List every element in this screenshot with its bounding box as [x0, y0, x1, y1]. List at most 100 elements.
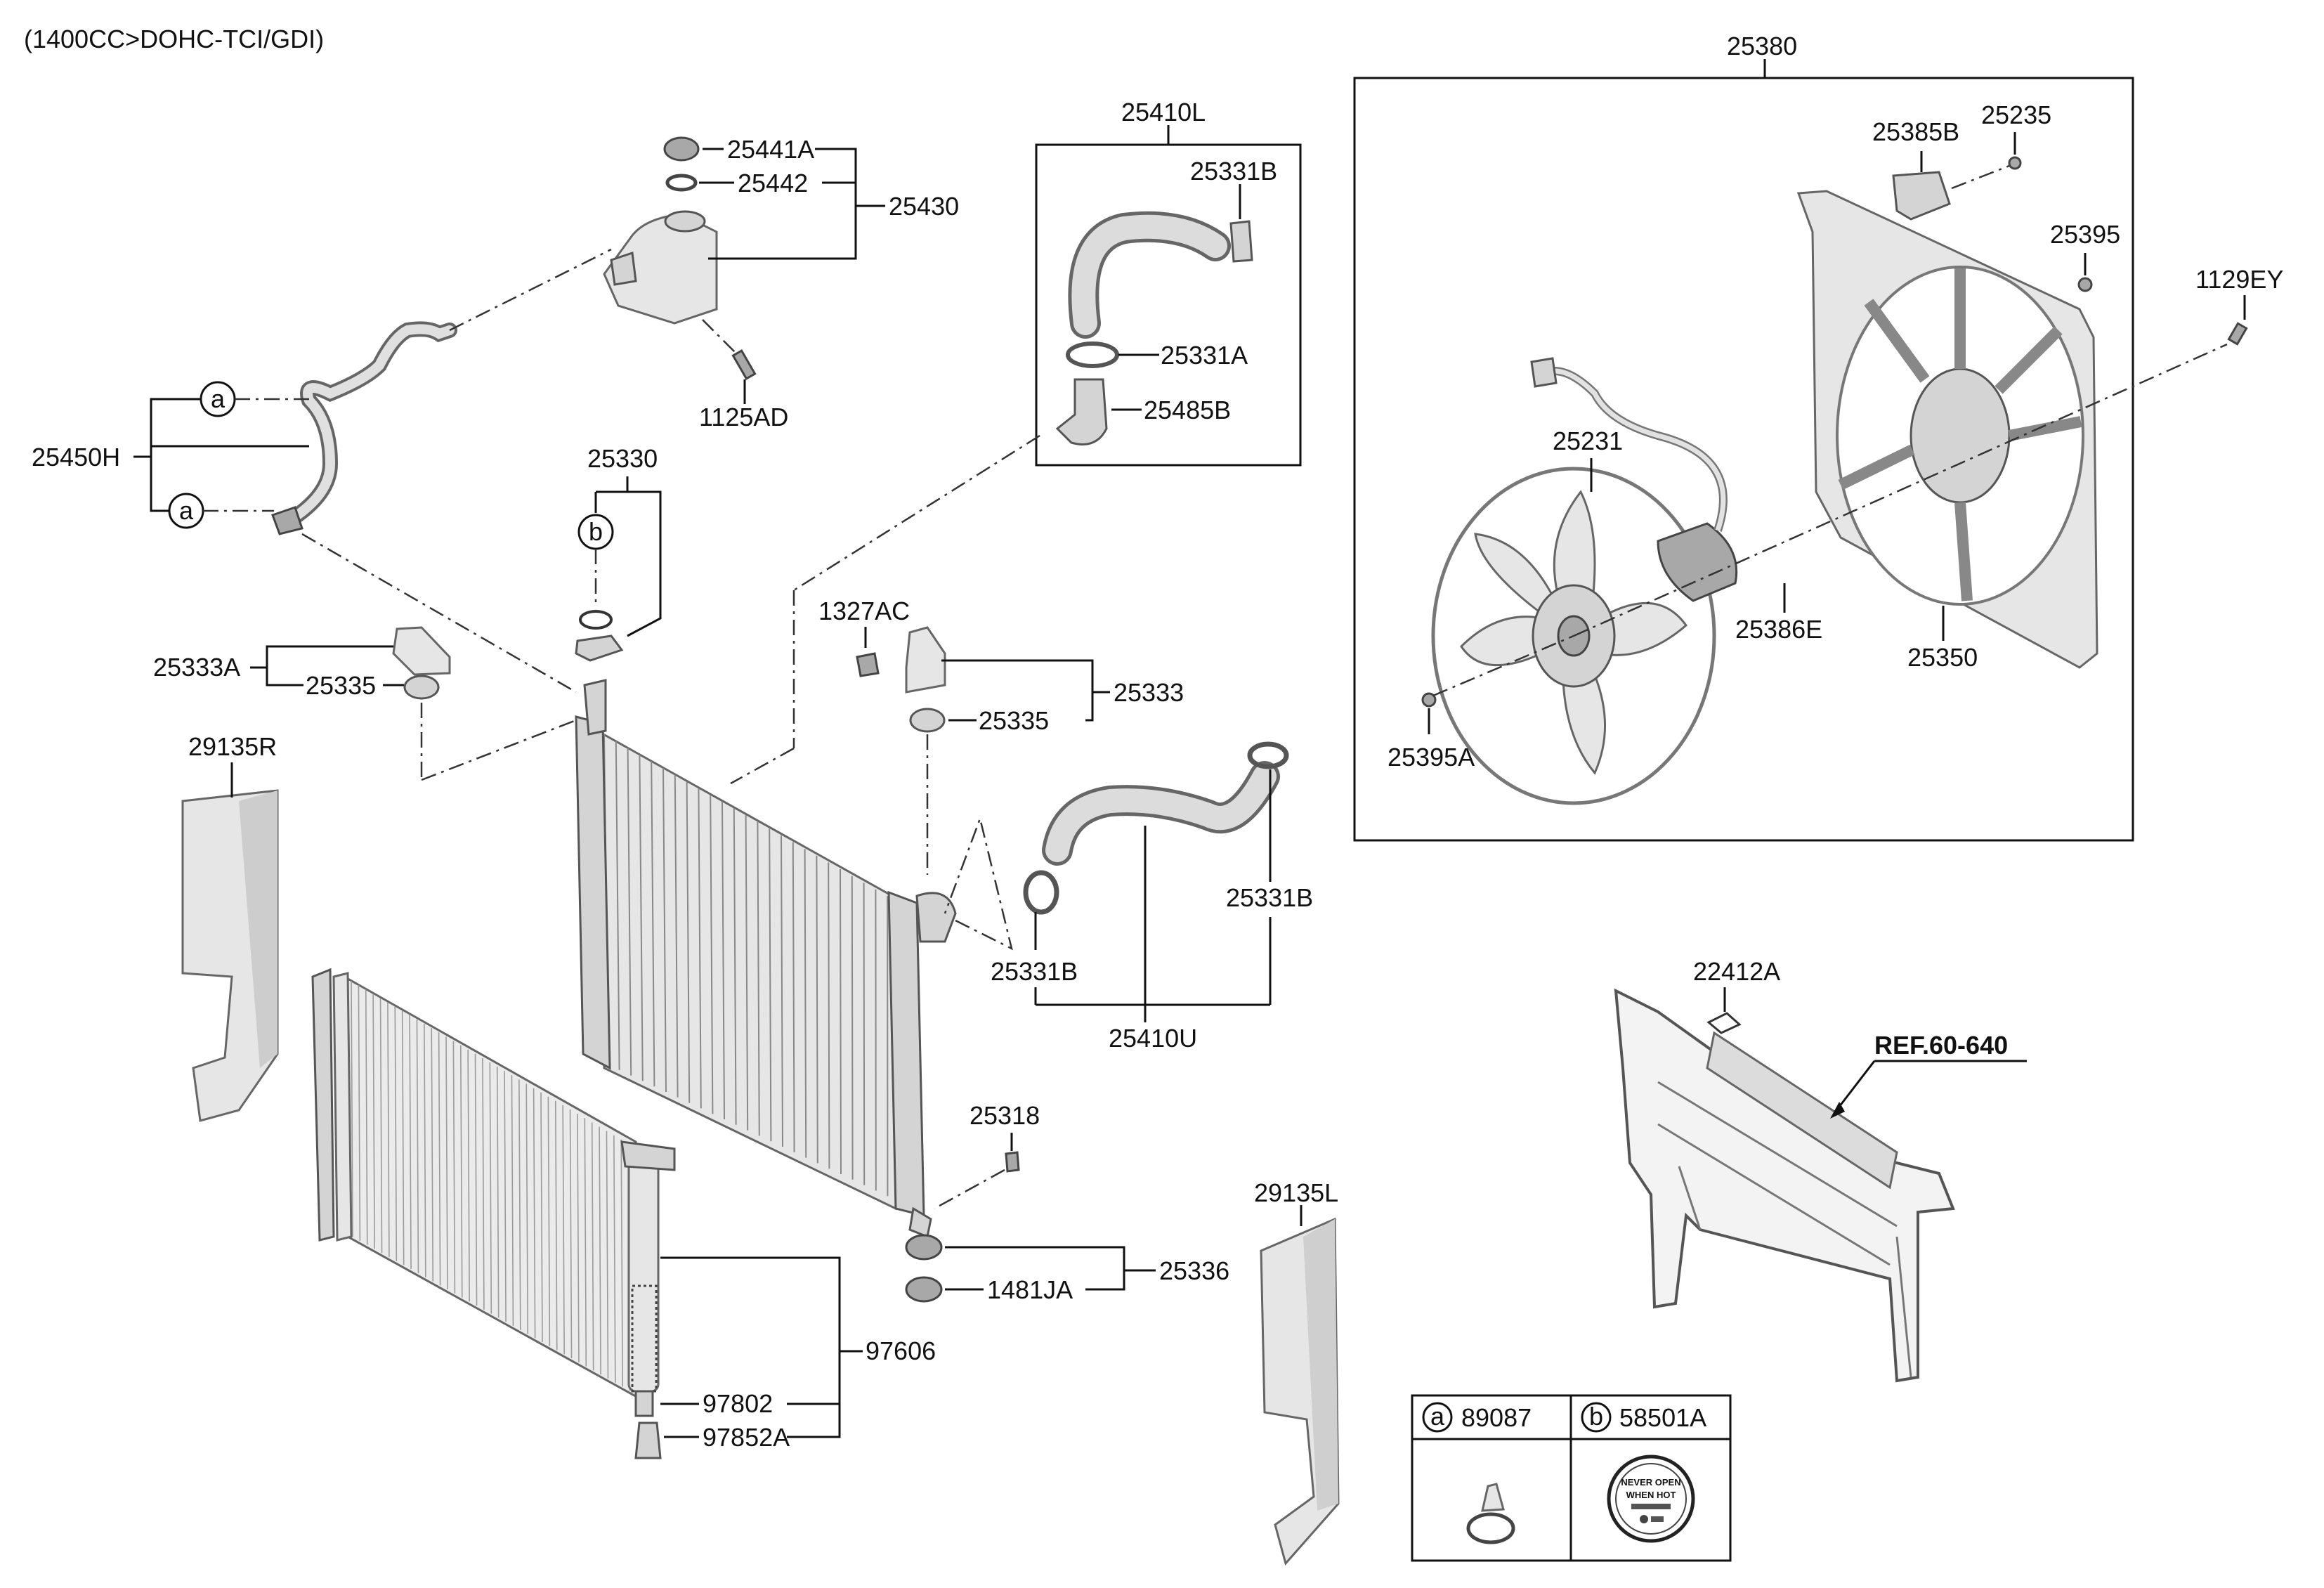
radiator-fin-line [698, 788, 702, 1109]
condenser-fin-line [459, 1045, 463, 1298]
part-label-25331B-top: 25331B [1190, 157, 1277, 186]
part-label-25395: 25395 [2050, 220, 2120, 249]
condenser-fin-line [540, 1092, 543, 1343]
grommet-25395A [1421, 692, 1437, 708]
condenser-fin-line [584, 1118, 587, 1367]
condenser-fin-line [387, 1002, 390, 1257]
bracket-25333A [392, 626, 451, 676]
part-label-97852A: 97852A [703, 1423, 790, 1452]
radiator-fin-line [769, 828, 772, 1142]
lower-mount-group: 1481JA 25336 [905, 1234, 1229, 1304]
drain-plug-25318 [1005, 1151, 1020, 1173]
screw-25235 [2008, 156, 2022, 170]
fitting-25485B [1055, 378, 1108, 445]
reservoir-group: 25441A 25442 25430 1125AD [603, 135, 959, 431]
condenser-fin-line [474, 1053, 478, 1306]
radiator-cap-group: 25330 b [575, 444, 662, 662]
part-label-25331B-right: 25331B [1226, 883, 1313, 912]
part-label-25380: 25380 [1727, 32, 1797, 60]
part-label-25385B: 25385B [1872, 117, 1959, 146]
radiator-fin-line [792, 842, 795, 1152]
legend-a-letter: a [1430, 1402, 1445, 1431]
clamp-25331B-left [1023, 870, 1059, 915]
part-label-1129EY: 1129EY [2195, 265, 2283, 294]
radiator-fin-line [722, 801, 725, 1120]
condenser-fin-line [569, 1109, 573, 1359]
fan-shroud [1796, 190, 2098, 669]
part-label-97606: 97606 [866, 1336, 936, 1365]
air-guard-29135R [181, 789, 279, 1122]
legend-a-part: 89087 [1461, 1403, 1532, 1432]
radiator-fin-line [710, 795, 714, 1114]
plug-97852A [634, 1421, 662, 1459]
overflow-hose-group: a a 25450H [32, 248, 612, 694]
bolt-1129EY [2227, 322, 2248, 346]
mount-25336 [905, 1234, 943, 1261]
condenser-fin-line [424, 1024, 426, 1277]
callout-a-upper-letter: a [211, 384, 226, 413]
condenser-fin-line [562, 1105, 565, 1355]
condenser-fin-line [452, 1041, 456, 1294]
part-label-1327AC: 1327AC [818, 597, 910, 625]
part-label-25336: 25336 [1159, 1256, 1229, 1285]
clip-89087-icon [1466, 1483, 1515, 1544]
clamp-25331B-upper [1229, 220, 1253, 263]
cap-label-58501A-icon: NEVER OPEN WHEN HOT [1607, 1454, 1695, 1543]
condenser-fin-line [445, 1036, 448, 1290]
part-label-25333: 25333 [1114, 678, 1184, 707]
callout-b-letter: b [589, 517, 603, 546]
radiator-fin-line [840, 868, 842, 1175]
mount-25335-left [403, 675, 440, 700]
callout-a-lower-letter: a [179, 496, 194, 525]
legend-callout-a [1422, 1402, 1453, 1433]
radiator-fin-line [639, 754, 644, 1081]
legend-table: a 89087 b 58501A NEVER OPEN WHEN HOT [1411, 1394, 1732, 1562]
part-label-25410U: 25410U [1109, 1024, 1197, 1053]
front-end-carrier [1614, 988, 1955, 1383]
clamp-25331A [1066, 341, 1119, 368]
cap-text-line-1: NEVER OPEN [1621, 1477, 1680, 1488]
part-label-22412A: 22412A [1693, 957, 1780, 986]
oring-25442 [665, 174, 698, 192]
condenser-fin-line [431, 1028, 434, 1282]
nut-1327AC [856, 652, 880, 677]
condenser [311, 968, 676, 1417]
part-label-25318: 25318 [970, 1101, 1040, 1130]
condenser-fin-line [438, 1032, 441, 1286]
condenser-fin-line [554, 1100, 558, 1351]
legend-callout-b [1581, 1402, 1612, 1433]
condenser-fin-line [416, 1019, 419, 1273]
bracket-25333 [905, 626, 946, 694]
clamp-25331B-right [1247, 741, 1289, 769]
legend-b-letter: b [1589, 1402, 1603, 1431]
part-label-25335-right: 25335 [979, 706, 1049, 735]
part-label-29135R: 29135R [188, 732, 277, 761]
fan-assembly-group: 25380 25350 25385B 25235 25395 [1353, 32, 2228, 842]
resistor-25385B [1892, 171, 1951, 221]
radiator-fin-line [745, 815, 749, 1131]
condenser-fin-line [518, 1079, 521, 1330]
radiator-fin-line [662, 767, 667, 1093]
cap-text-line-2: WHEN HOT [1626, 1490, 1676, 1500]
condenser-fin-line [409, 1015, 412, 1270]
part-label-25235: 25235 [1981, 100, 2051, 129]
part-label-25395A: 25395A [1388, 743, 1475, 772]
condenser-fin-line [372, 994, 375, 1249]
radiator-fin-line [627, 748, 632, 1076]
condenser-fin-line [351, 980, 353, 1237]
part-label-25333A: 25333A [153, 653, 240, 682]
reference-label[interactable]: REF.60-640 [1874, 1031, 2008, 1060]
part-label-25350: 25350 [1907, 643, 1978, 672]
air-guard-29135L [1260, 1217, 1340, 1566]
condenser-fin-line [358, 985, 361, 1241]
condenser-fin-line [504, 1071, 507, 1322]
fan-assembly-box [1353, 77, 2134, 842]
condenser-fin-line [365, 989, 368, 1245]
part-label-1481JA: 1481JA [987, 1275, 1073, 1304]
lower-hose-group: 25331B 25331B 25410U [944, 741, 1313, 1053]
condenser-fin-line [620, 1139, 624, 1387]
radiator-fin-line [686, 781, 691, 1103]
label-22412A [1706, 1012, 1742, 1034]
radiator-fin-line [615, 741, 620, 1070]
part-label-25442: 25442 [738, 169, 808, 197]
